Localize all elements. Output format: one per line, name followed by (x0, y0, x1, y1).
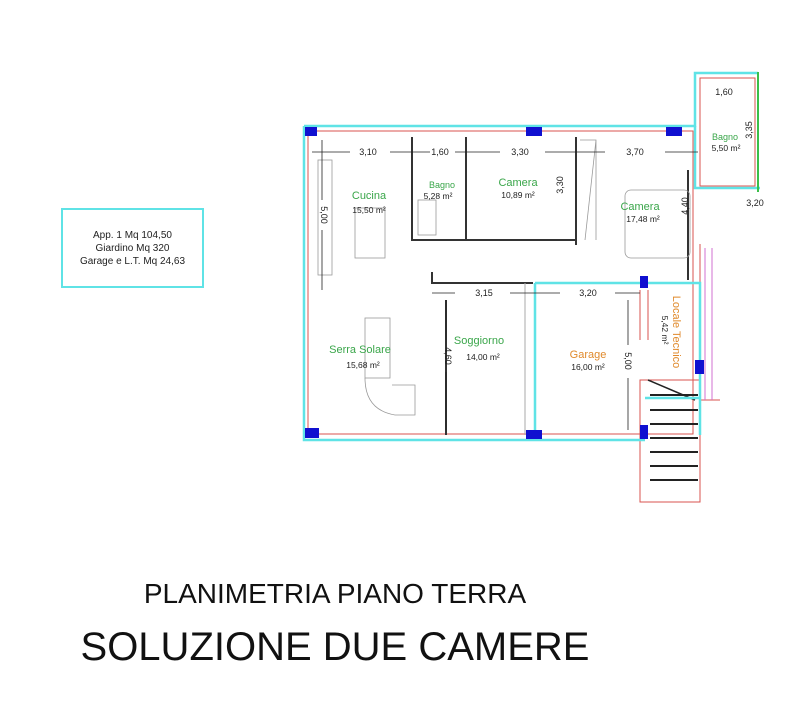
plan-title: PLANIMETRIA PIANO TERRA (143, 578, 527, 609)
dim-camera-2-width: 3,70 (626, 147, 644, 157)
dim-garage-width: 3,20 (579, 288, 597, 298)
room-area-cucina: 15,50 m² (352, 205, 386, 215)
room-name-camera-2: Camera (620, 201, 660, 213)
room-area-serra-solare: 15,68 m² (346, 360, 380, 370)
dim-cucina-height: 5,00 (319, 206, 329, 224)
summary-apartment: App. 1 Mq 104,50 (93, 229, 172, 241)
dim-cucina-width: 3,10 (359, 147, 377, 157)
dim-camera-2-height: 4,40 (680, 197, 690, 215)
room-area-soggiorno: 14,00 m² (466, 352, 500, 362)
room-area-locale-tecnico: 5,42 m² (660, 316, 670, 345)
dim-bagno-2-width: 1,60 (715, 87, 733, 97)
dim-camera-height: 3,30 (555, 176, 565, 194)
dim-soggiorno-height: 4,60 (443, 347, 453, 365)
room-area-camera-2: 17,48 m² (626, 214, 660, 224)
room-area-bagno-2: 5,50 m² (712, 143, 741, 153)
dim-garage-height: 5,00 (623, 352, 633, 370)
room-name-camera: Camera (498, 177, 538, 189)
room-name-serra-solare: Serra Solare (329, 344, 391, 356)
dim-camera-width: 3,30 (511, 147, 529, 157)
room-area-bagno: 5,28 m² (424, 191, 453, 201)
dim-bagno-2-height: 3,35 (744, 121, 754, 139)
room-name-locale-tecnico: Locale Tecnico (670, 296, 682, 369)
area-summary-box: App. 1 Mq 104,50 Giardino Mq 320 Garage … (61, 208, 204, 288)
summary-garden: Giardino Mq 320 (95, 242, 170, 254)
room-name-bagno-2: Bagno (712, 132, 738, 142)
dim-annex-width: 3,20 (746, 198, 764, 208)
room-name-garage: Garage (570, 349, 607, 361)
summary-garage: Garage e L.T. Mq 24,63 (79, 255, 186, 267)
dim-soggiorno-width: 3,15 (475, 288, 493, 298)
room-name-soggiorno: Soggiorno (454, 335, 504, 347)
room-name-cucina: Cucina (352, 190, 387, 202)
plan-subtitle: SOLUZIONE DUE CAMERE (80, 625, 590, 669)
room-area-garage: 16,00 m² (571, 362, 605, 372)
dim-bagno-width: 1,60 (431, 147, 449, 157)
room-name-bagno: Bagno (429, 180, 455, 190)
room-area-camera: 10,89 m² (501, 190, 535, 200)
